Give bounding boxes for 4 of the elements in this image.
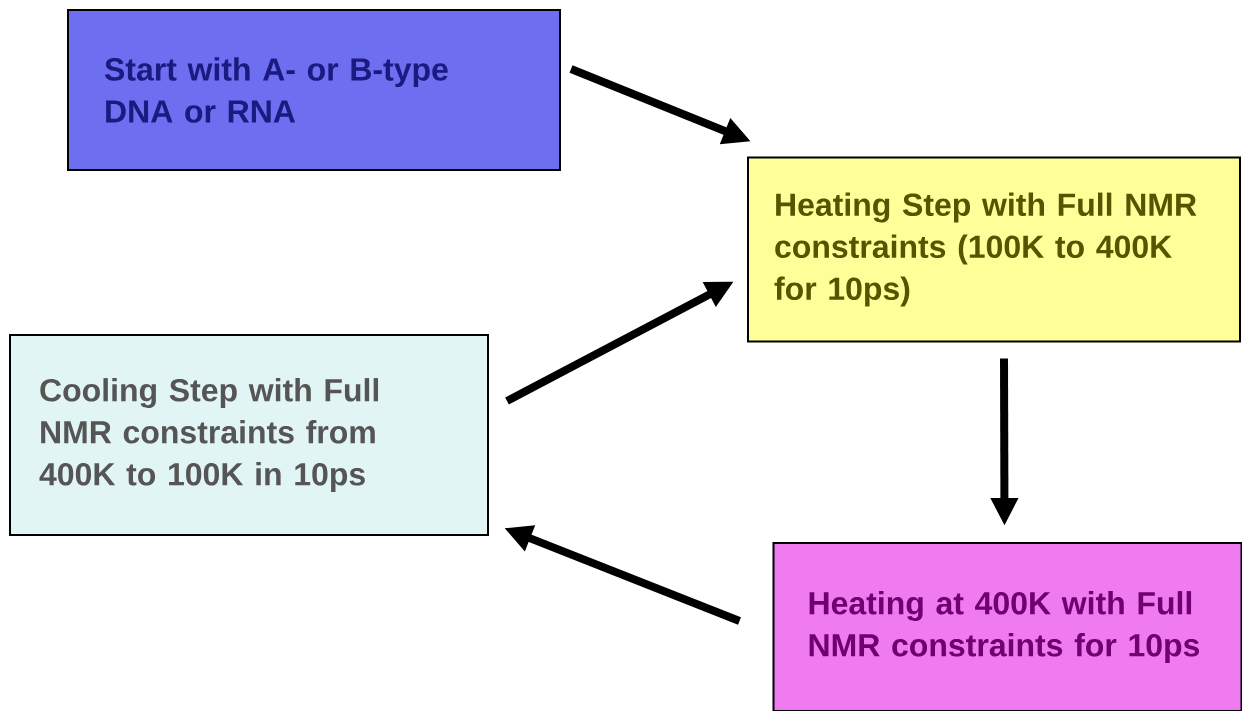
process-box: Heating Step with Full NMR constraints (100K to 400K for 10ps) xyxy=(747,156,1241,343)
process-box: Start with A- or B-type DNA or RNA xyxy=(67,9,561,171)
process-box: Heating at 400K with Full NMR constraints for 10ps xyxy=(772,542,1242,711)
process-box: Cooling Step with Full NMR constraints from 400K to 100K in 10ps xyxy=(9,334,489,536)
